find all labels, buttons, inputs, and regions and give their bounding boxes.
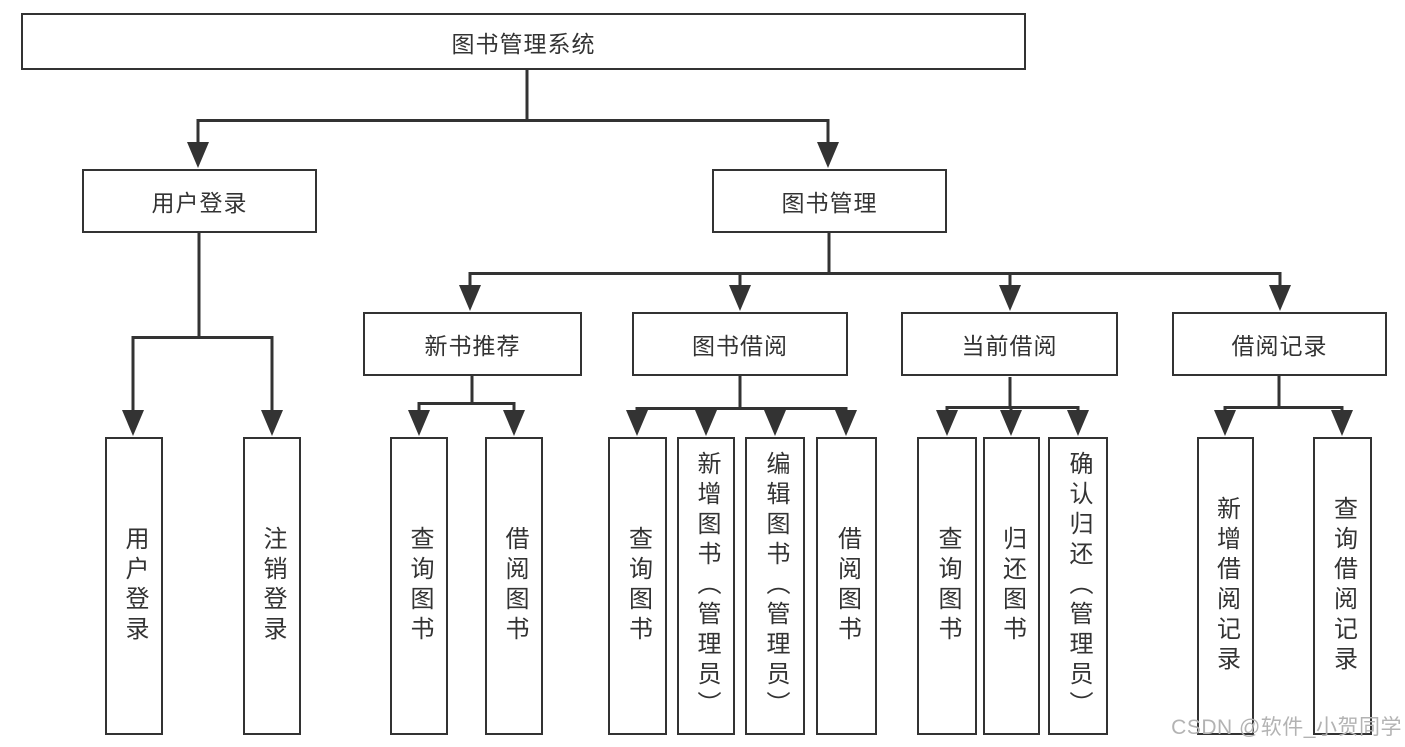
leaf-return-books: 归还图书 [983, 437, 1040, 735]
csdn-watermark: CSDN @软件_小贺同学 [1171, 716, 1402, 739]
leaf-borrow-books-borrowing: 借阅图书 [816, 437, 877, 735]
node-new-book-recommend: 新书推荐 [363, 312, 582, 376]
node-label: 借阅记录 [1231, 333, 1328, 359]
leaf-borrow-books-recommend: 借阅图书 [485, 437, 543, 735]
leaf-add-borrow-record: 新增借阅记录 [1197, 437, 1254, 735]
node-book-borrowing: 图书借阅 [632, 312, 848, 376]
leaf-query-books-current: 查询图书 [917, 437, 977, 735]
node-book-management-branch: 图书管理 [712, 169, 947, 233]
node-label: 用户登录 [121, 526, 148, 646]
node-borrow-records: 借阅记录 [1172, 312, 1387, 376]
node-label: 注销登录 [259, 526, 286, 646]
node-user-login-branch: 用户登录 [82, 169, 317, 233]
leaf-confirm-return-admin: 确认归还（管理员） [1048, 437, 1108, 735]
node-label: 新增图书（管理员） [693, 451, 720, 721]
node-label: 查询图书 [624, 526, 652, 646]
node-label: 当前借阅 [961, 333, 1058, 359]
leaf-query-borrow-record: 查询借阅记录 [1313, 437, 1372, 735]
node-label: 图书借阅 [692, 333, 788, 359]
node-label: 查询图书 [934, 526, 961, 646]
leaf-user-login: 用户登录 [105, 437, 163, 735]
node-label: 新增借阅记录 [1212, 496, 1240, 676]
node-label: 图书管理系统 [451, 30, 596, 57]
node-library-management-system: 图书管理系统 [21, 13, 1026, 70]
node-label: 确认归还（管理员） [1065, 451, 1092, 721]
node-label: 新书推荐 [424, 333, 521, 359]
node-label: 用户登录 [151, 190, 248, 216]
leaf-add-books-admin: 新增图书（管理员） [677, 437, 735, 735]
leaf-query-books-recommend: 查询图书 [390, 437, 448, 735]
node-label: 归还图书 [998, 526, 1026, 646]
node-label: 查询借阅记录 [1329, 496, 1357, 676]
leaf-edit-books-admin: 编辑图书（管理员） [745, 437, 805, 735]
node-label: 图书管理 [781, 190, 878, 216]
node-label: 编辑图书（管理员） [762, 451, 789, 721]
leaf-logout: 注销登录 [243, 437, 301, 735]
node-label: 借阅图书 [833, 526, 861, 646]
node-label: 借阅图书 [501, 526, 528, 646]
node-current-borrowing: 当前借阅 [901, 312, 1118, 376]
node-label: 查询图书 [406, 526, 433, 646]
leaf-query-books-borrowing: 查询图书 [608, 437, 667, 735]
